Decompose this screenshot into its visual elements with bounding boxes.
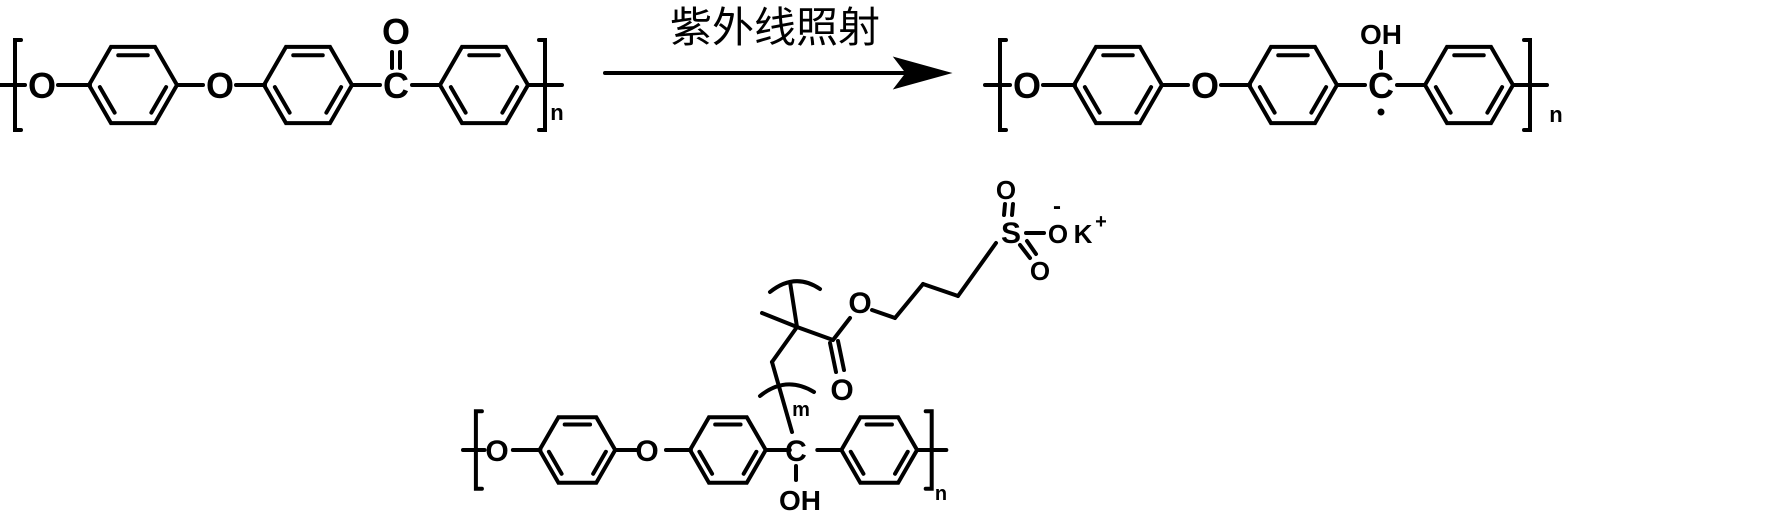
benzene-ring: [1422, 44, 1516, 126]
benzene-ring: [1071, 44, 1165, 126]
reactant-oxygen-2: O: [206, 65, 234, 106]
grafted-oxygen-1: O: [485, 435, 508, 468]
reaction-arrow-head: [892, 56, 953, 90]
graft-bond: [795, 325, 835, 342]
benzene-ring: [1246, 44, 1340, 126]
aromatic-double-bond: [1309, 85, 1329, 115]
s-o-double-bond: [1010, 202, 1015, 217]
aromatic-double-bond: [1257, 85, 1277, 115]
aromatic-double-bond: [1082, 85, 1102, 115]
graft-repeat-parenthesis: [758, 382, 816, 398]
aromatic-double-bond: [697, 449, 715, 476]
benzene-ring: [839, 415, 920, 485]
reactant-oxygen-1: O: [28, 65, 56, 106]
benzene-ring: [687, 415, 769, 485]
sulfonate-oxygen-top: O: [996, 175, 1016, 205]
product-repeat-n: n: [1549, 102, 1562, 127]
s-o-double-bond: [1025, 239, 1038, 256]
product-oxygen-2: O: [1191, 65, 1219, 106]
benzene-ring: [437, 44, 531, 126]
propyl-bond: [870, 308, 897, 320]
right-bracket: [923, 409, 934, 491]
aromatic-double-bond: [1485, 85, 1505, 115]
aromatic-double-bond: [1134, 85, 1154, 115]
ester-oxygen: O: [848, 287, 871, 320]
ester-bond: [831, 316, 852, 342]
grafted-oxygen-2: O: [635, 435, 658, 468]
aromatic-double-bond: [448, 85, 468, 115]
propyl-bond: [893, 282, 925, 320]
right-bracket: [1522, 38, 1532, 132]
graft-bond: [770, 325, 799, 364]
aromatic-double-bond: [591, 449, 608, 476]
benzene-ring: [537, 415, 618, 485]
aromatic-double-bond: [500, 85, 520, 115]
s-o-double-bond: [1002, 202, 1007, 217]
aromatic-double-bond: [1433, 85, 1453, 115]
radical-dot: [1377, 108, 1385, 116]
reactant-repeat-n: n: [550, 100, 563, 125]
potassium-counterion: K: [1074, 219, 1093, 249]
aromatic-double-bond: [324, 85, 344, 115]
s-o-double-bond: [1018, 243, 1032, 260]
graft-bond: [770, 360, 794, 434]
aromatic-double-bond: [893, 449, 910, 476]
minus-charge: -: [1053, 193, 1061, 220]
benzene-ring: [261, 44, 355, 126]
plus-charge: +: [1095, 211, 1107, 233]
aromatic-double-bond: [546, 449, 564, 476]
propyl-bond: [921, 282, 960, 298]
carbonyl-double-bond: [836, 339, 846, 372]
product-radical-carbon: C: [1368, 65, 1394, 106]
aromatic-double-bond: [149, 85, 169, 115]
ester-carbonyl-oxygen: O: [830, 374, 853, 407]
graft-repeat-m: m: [792, 399, 810, 421]
aromatic-double-bond: [741, 449, 759, 476]
reactant-carbonyl-oxygen: O: [382, 11, 410, 52]
aromatic-double-bond: [272, 85, 292, 115]
sulfur: S: [1001, 217, 1021, 250]
reactant-carbonyl-carbon: C: [383, 65, 409, 106]
carbonyl-double-bond: [828, 341, 838, 374]
methyl-bond: [760, 311, 799, 329]
propyl-bond: [956, 241, 998, 298]
aromatic-double-bond: [97, 85, 117, 115]
grafted-hydroxyl: OH: [779, 485, 821, 513]
right-bracket: [537, 38, 547, 132]
sulfonate-oxygen-bottom: O: [1030, 256, 1050, 286]
benzene-ring: [86, 44, 180, 126]
product-oxygen-1: O: [1013, 65, 1041, 106]
graft-repeat-parenthesis: [768, 279, 822, 294]
sulfonate-oxygen-minus: O: [1048, 219, 1068, 249]
graft-bond: [788, 280, 799, 329]
product-hydroxyl: OH: [1360, 19, 1402, 50]
aromatic-double-bond: [848, 449, 866, 476]
grafted-repeat-n: n: [935, 483, 947, 505]
reaction-condition-label: 紫外线照射: [670, 3, 880, 52]
grafted-carbon: C: [785, 435, 807, 468]
